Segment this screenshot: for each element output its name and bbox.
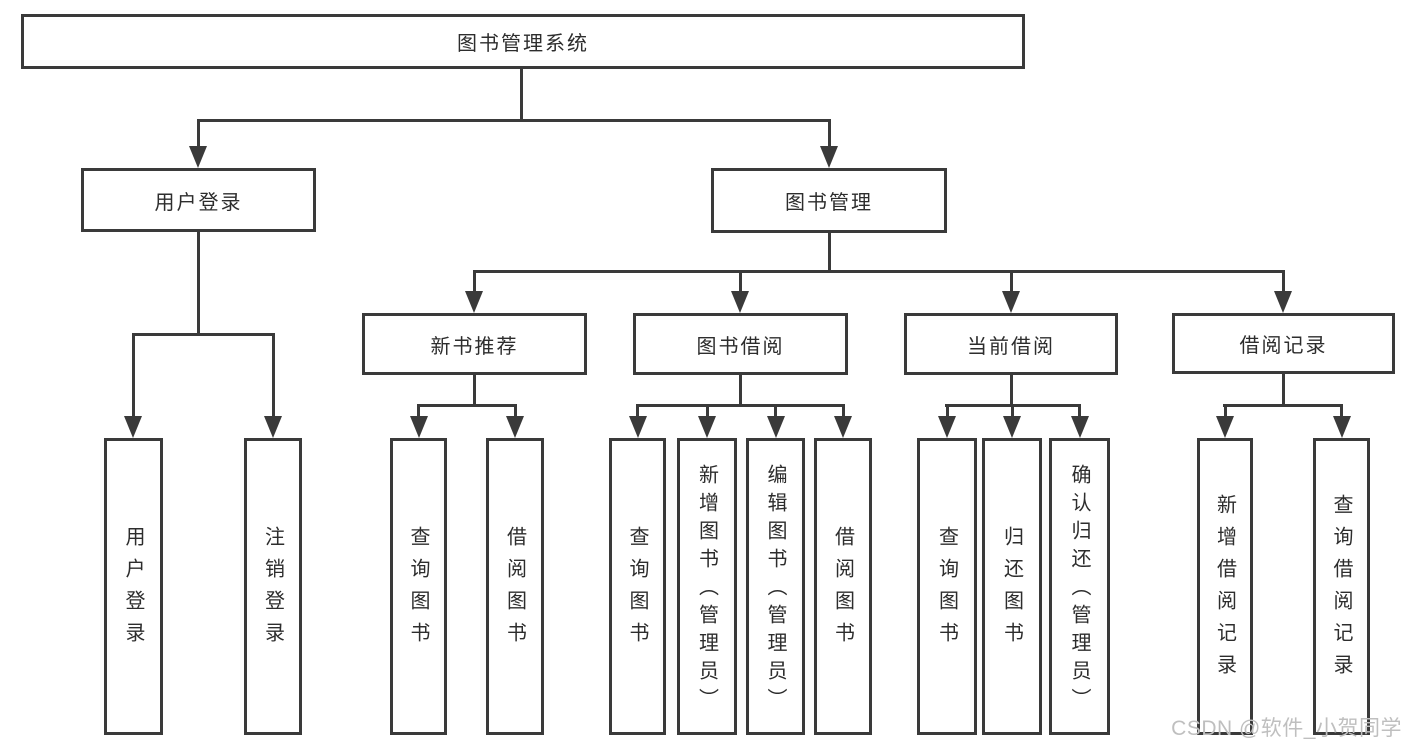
connector-new-book-rec-stem [473,375,476,406]
connector-borrow-record-bar [1223,404,1343,407]
leaf-borrow-book-borrow: 借阅图书 [814,438,872,735]
connector-root-stem [520,69,523,120]
connector-drop-borrow-record [1282,270,1285,292]
arrowhead-book-mgmt-icon [820,146,838,168]
arrowhead-query-record-icon [1333,416,1351,438]
arrowhead-add-record-icon [1216,416,1234,438]
arrowhead-query-book-rec-icon [410,416,428,438]
connector-drop-add-book [706,404,709,417]
connector-drop-query-book-current [946,404,949,417]
connector-book-mgmt-stem [828,233,831,272]
leaf-query-book-borrow: 查询图书 [609,438,666,735]
arrowhead-user-login-leaf-icon [124,416,142,438]
connector-user-login-bar [132,333,275,336]
arrowhead-user-login-icon [189,146,207,168]
leaf-query-book-current: 查询图书 [917,438,977,735]
node-borrow-record: 借阅记录 [1172,313,1395,374]
leaf-borrow-book-rec: 借阅图书 [486,438,544,735]
leaf-user-login: 用户登录 [104,438,163,735]
node-book-borrow: 图书借阅 [633,313,848,375]
connector-drop-logout-leaf [272,333,275,416]
leaf-query-book-rec: 查询图书 [390,438,447,735]
connector-book-borrow-bar [636,404,845,407]
node-new-book-rec: 新书推荐 [362,313,587,375]
arrowhead-add-book-icon [698,416,716,438]
arrowhead-edit-book-icon [767,416,785,438]
connector-drop-book-borrow [739,270,742,292]
node-user-login: 用户登录 [81,168,316,232]
arrowhead-query-book-current-icon [938,416,956,438]
csdn-watermark: CSDN @软件_小贺同学 [1171,717,1402,740]
arrowhead-return-book-icon [1003,416,1021,438]
leaf-add-book-admin: 新增图书（管理员） [677,438,737,735]
arrowhead-new-book-rec-icon [465,291,483,313]
connector-drop-query-record [1340,404,1343,417]
node-book-mgmt: 图书管理 [711,168,947,233]
connector-borrow-record-stem [1282,374,1285,406]
connector-book-borrow-stem [739,375,742,406]
connector-user-login-stem [197,232,200,335]
connector-drop-query-book-rec [417,404,420,417]
connector-current-borrow-stem [1010,375,1013,406]
leaf-query-borrow-record: 查询借阅记录 [1313,438,1370,735]
connector-root-bar [197,119,831,122]
connector-drop-new-book-rec [473,270,476,292]
arrowhead-confirm-return-icon [1071,416,1089,438]
connector-drop-borrow-book-rec [514,404,517,417]
node-root-library-system: 图书管理系统 [21,14,1025,69]
connector-book-mgmt-bar [473,270,1285,273]
arrowhead-borrow-book-rec-icon [506,416,524,438]
leaf-edit-book-admin: 编辑图书（管理员） [746,438,805,735]
connector-drop-edit-book [774,404,777,417]
connector-drop-return-book [1011,404,1014,417]
connector-drop-borrow-book-borrow [842,404,845,417]
connector-drop-user-login [197,119,200,147]
arrowhead-logout-leaf-icon [264,416,282,438]
connector-drop-query-book-borrow [636,404,639,417]
leaf-return-book: 归还图书 [982,438,1042,735]
arrowhead-query-book-borrow-icon [629,416,647,438]
connector-drop-add-record [1224,404,1227,417]
leaf-confirm-return-admin: 确认归还（管理员） [1049,438,1110,735]
connector-drop-user-login-leaf [132,333,135,416]
arrowhead-book-borrow-icon [731,291,749,313]
node-current-borrow: 当前借阅 [904,313,1118,375]
connector-drop-current-borrow [1010,270,1013,292]
connector-drop-confirm-return [1078,404,1081,417]
arrowhead-current-borrow-icon [1002,291,1020,313]
leaf-add-borrow-record: 新增借阅记录 [1197,438,1253,735]
arrowhead-borrow-book-borrow-icon [834,416,852,438]
arrowhead-borrow-record-icon [1274,291,1292,313]
connector-new-book-rec-bar [417,404,517,407]
leaf-logout: 注销登录 [244,438,302,735]
connector-drop-book-mgmt [828,119,831,147]
